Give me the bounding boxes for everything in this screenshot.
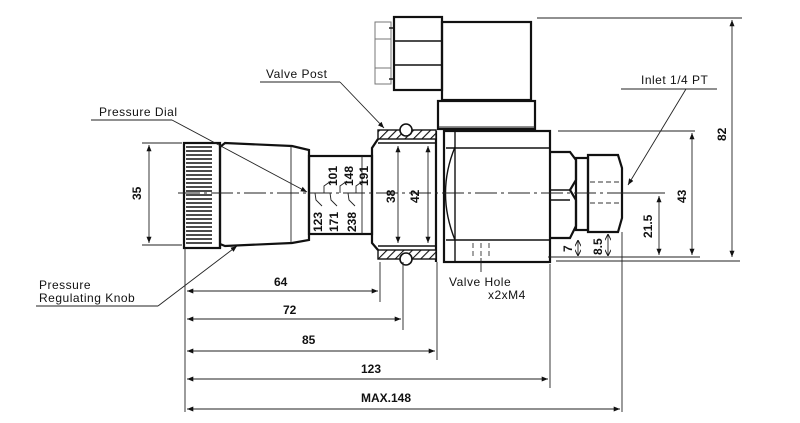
dim-85: 85	[302, 333, 316, 347]
inlet-fitting	[550, 150, 624, 240]
dial-value-171: 171	[327, 212, 341, 232]
dim-35: 35	[130, 186, 144, 200]
dim-72: 72	[283, 303, 297, 317]
dim-42: 42	[408, 189, 422, 203]
dial-value-191: 191	[357, 166, 371, 186]
dial-value-148: 148	[342, 166, 356, 186]
dial-value-101: 101	[326, 166, 340, 186]
dim-small-offsets: 7 8.5	[561, 232, 623, 412]
label-valve-hole-line2: x2xM4	[488, 288, 526, 302]
dim-8-5: 8.5	[591, 238, 605, 255]
dim-64: 64	[274, 275, 288, 289]
pressure-regulating-knob	[182, 141, 311, 250]
label-valve-post: Valve Post	[266, 67, 328, 81]
valve-body	[434, 129, 552, 264]
dial-value-123: 123	[311, 212, 325, 232]
label-knob-line2: Regulating Knob	[39, 291, 135, 305]
dim-right-heights: 82 43 21.5	[537, 17, 742, 262]
label-valve-hole-line1: Valve Hole	[449, 275, 511, 289]
leader-inlet: Inlet 1/4 PT	[621, 73, 717, 186]
label-knob-line1: Pressure	[39, 278, 91, 292]
label-inlet: Inlet 1/4 PT	[641, 73, 709, 87]
leader-pressure-dial: Pressure Dial	[91, 105, 308, 193]
leader-valve-hole: Valve Hole x2xM4	[449, 258, 526, 302]
dim-43: 43	[675, 189, 689, 203]
leader-valve-post: Valve Post	[260, 67, 385, 129]
leader-knob: Pressure Regulating Knob	[36, 245, 238, 307]
dial-scale: 101 148 191 123 171 238	[311, 166, 371, 232]
dim-post: 38 42	[384, 146, 431, 243]
dim-82: 82	[715, 127, 729, 141]
valve-post	[370, 123, 437, 266]
dim-max-148: MAX.148	[361, 391, 411, 405]
dial-value-238: 238	[345, 212, 359, 232]
dim-123: 123	[361, 362, 381, 376]
dim-knob-diameter: 35	[130, 142, 182, 246]
dim-lengths: 64 72 85 123 MAX.148	[184, 248, 620, 412]
dim-38: 38	[384, 189, 398, 203]
solenoid-connector	[374, 15, 537, 131]
dim-21-5: 21.5	[641, 214, 655, 238]
dim-7: 7	[561, 245, 575, 252]
label-pressure-dial: Pressure Dial	[99, 105, 178, 119]
